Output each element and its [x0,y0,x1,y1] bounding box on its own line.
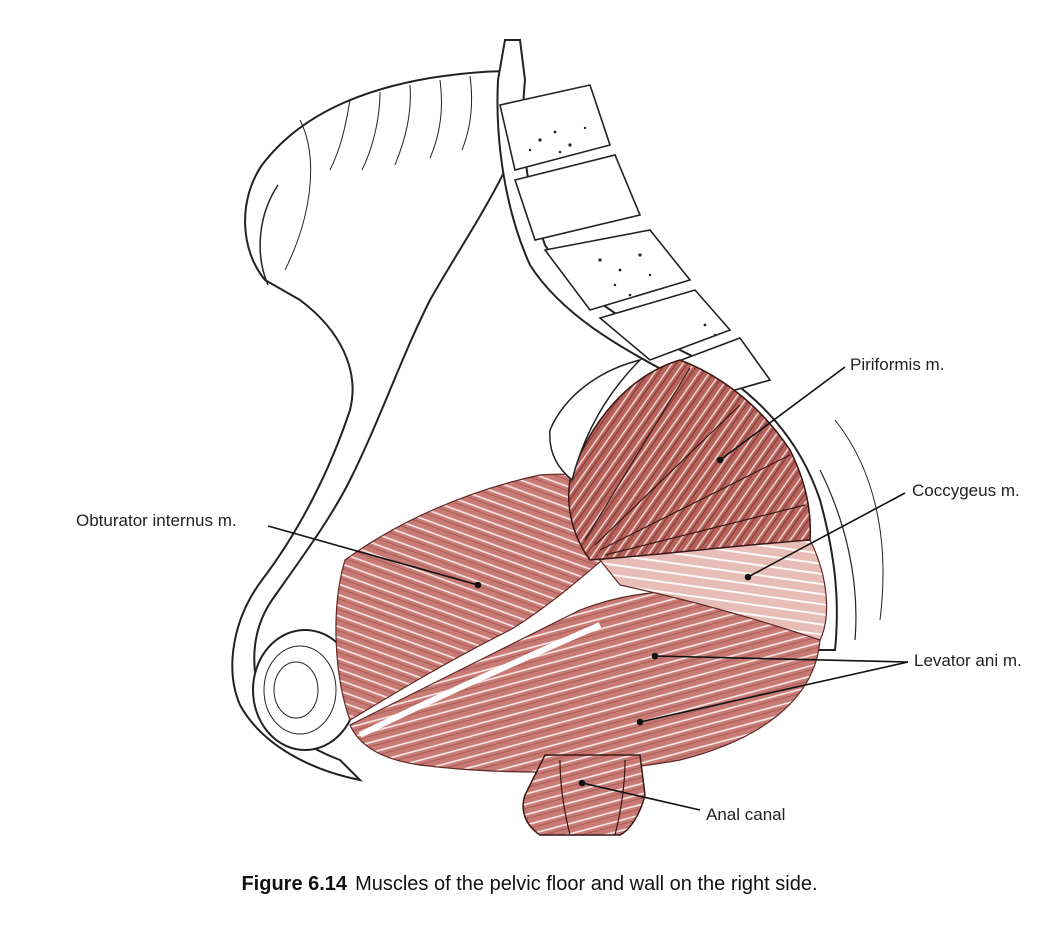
obturator-internus-muscle [335,473,651,721]
leader-piriformis [719,366,846,461]
pubic-symphysis-section [252,629,358,751]
leader-anal [581,782,701,811]
anal-canal [522,754,646,836]
figure-caption: Figure 6.14 Muscles of the pelvic floor a… [0,873,1059,896]
figure-number: Figure 6.14 [241,873,348,895]
label-piriformis: Piriformis m. [850,355,945,374]
sciatic-foramen [549,358,643,482]
label-obturator-internus: Obturator internus m. [76,511,237,530]
label-levator-ani: Levator ani m. [914,651,1022,670]
hip-bone [231,70,527,782]
levator-ani-muscle [349,591,821,773]
leader-levator-lower [639,661,909,723]
leader-coccygeus [747,492,906,578]
piriformis-muscle [567,359,812,561]
leader-lines [267,366,909,811]
label-anal-canal: Anal canal [706,805,786,824]
label-coccygeus: Coccygeus m. [912,481,1020,500]
leader-levator-upper [654,655,909,663]
figure-caption-text: Muscles of the pelvic floor and wall on … [355,873,818,895]
leader-obturator [267,525,479,586]
